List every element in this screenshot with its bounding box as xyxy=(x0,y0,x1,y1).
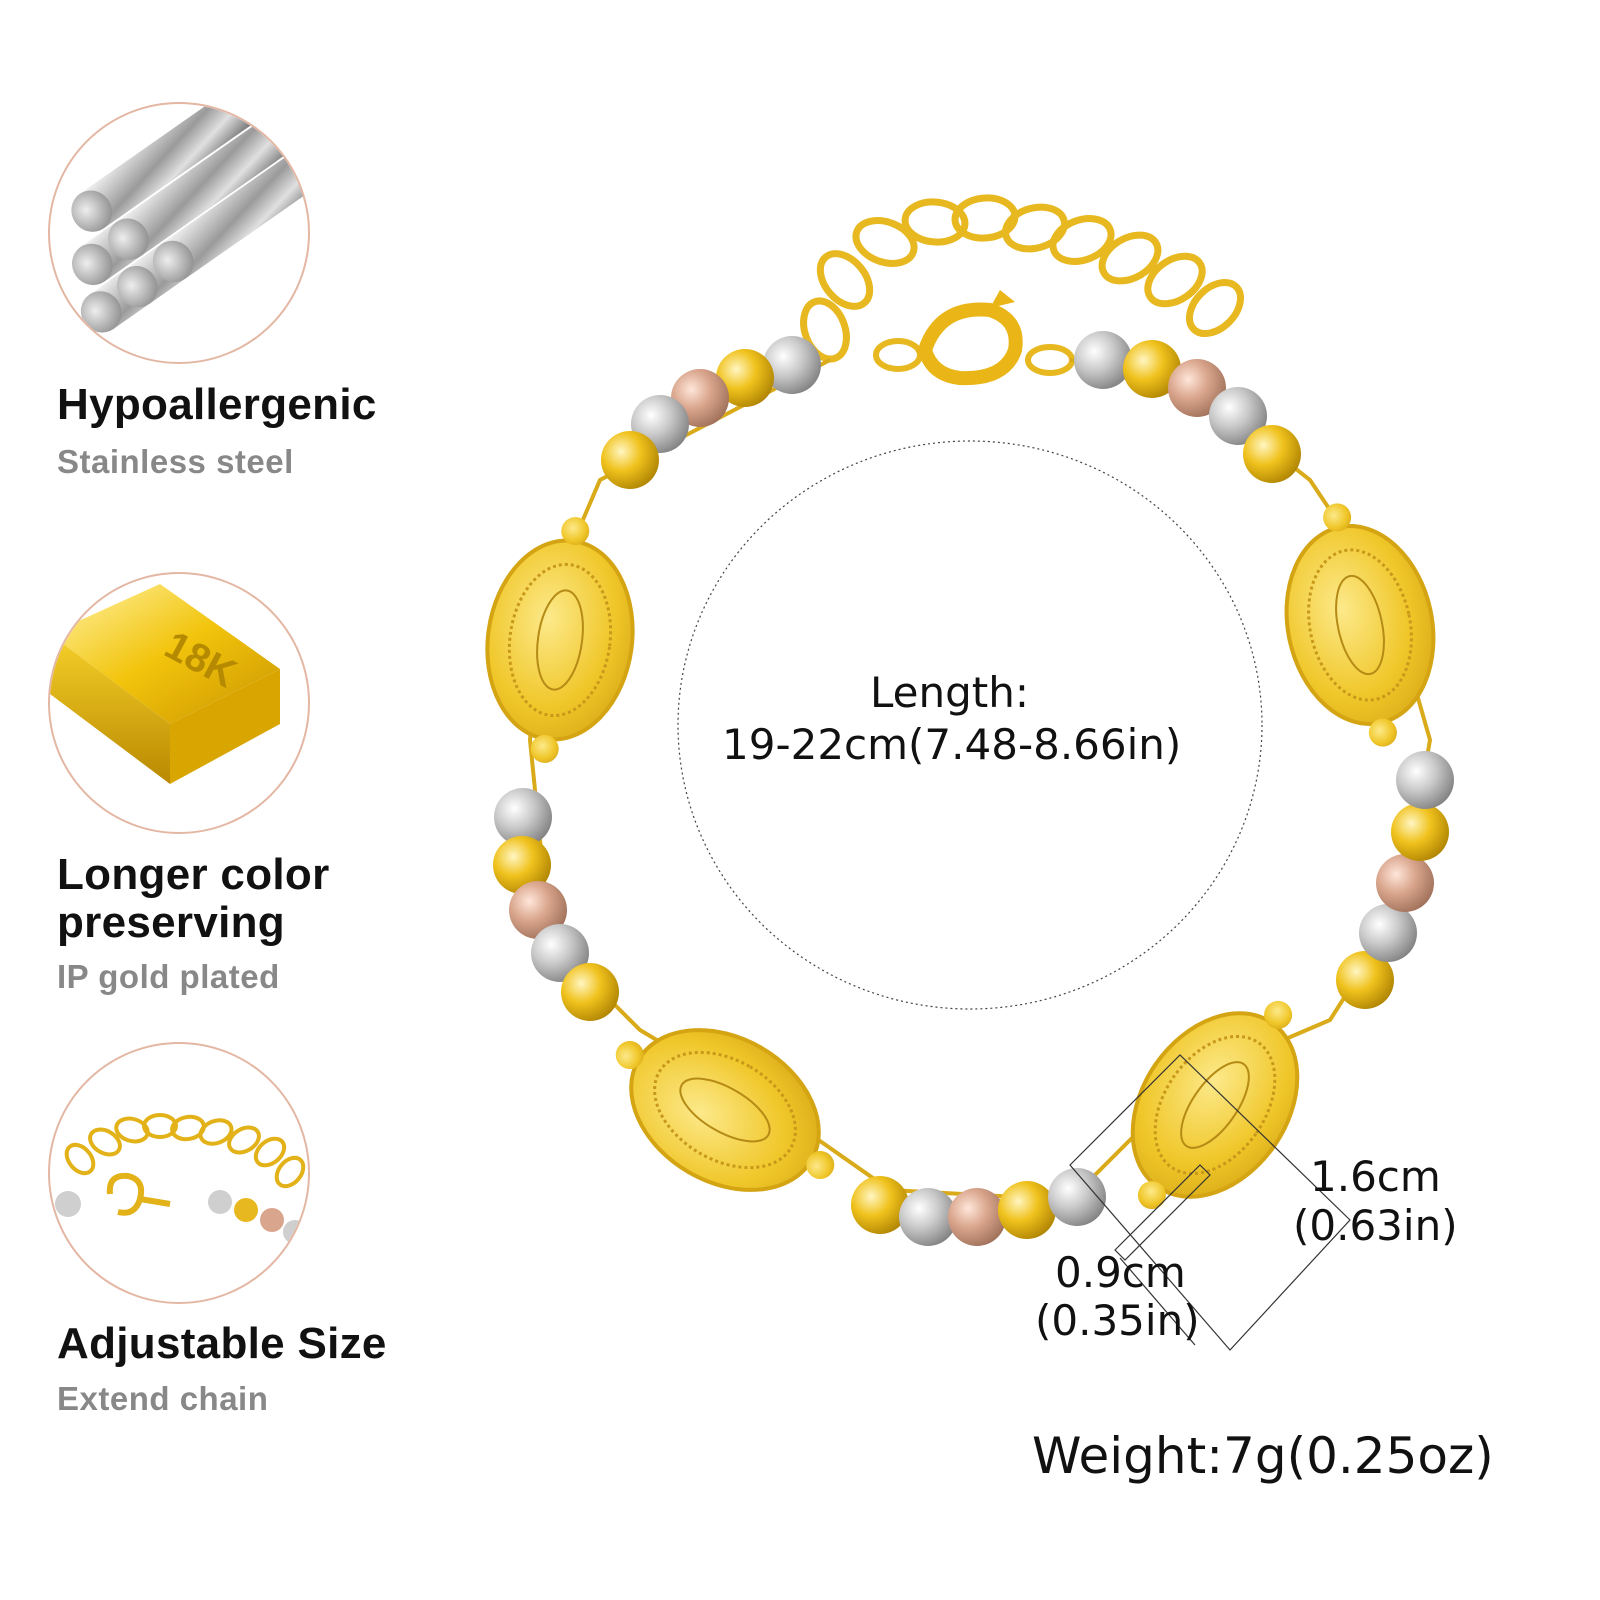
weight-label: Weight:7g(0.25oz) xyxy=(1032,1427,1494,1485)
bead xyxy=(998,1181,1056,1239)
feature-title-longer-color: Longer color preserving xyxy=(57,851,330,947)
bead xyxy=(1359,904,1417,962)
bead xyxy=(1074,331,1132,389)
bead xyxy=(1391,803,1449,861)
bead xyxy=(948,1188,1006,1246)
feature-subtitle-stainless-steel: Stainless steel xyxy=(57,443,294,480)
feature-subtitle-extend-chain: Extend chain xyxy=(57,1380,269,1417)
feature-title-adjustable: Adjustable Size xyxy=(57,1319,387,1368)
bead xyxy=(1209,387,1267,445)
feature-title-hypoallergenic: Hypoallergenic xyxy=(57,380,377,429)
bead xyxy=(1048,1168,1106,1226)
gold-bar-icon: 18K xyxy=(48,572,310,834)
dimension-lines xyxy=(1069,1054,1351,1351)
lobster-clasp xyxy=(873,290,1075,386)
medal-top-left xyxy=(485,517,635,763)
length-guide-circle xyxy=(677,440,1263,1010)
bead xyxy=(1376,854,1434,912)
length-value: 19-22cm(7.48-8.66in) xyxy=(722,720,1182,769)
bead xyxy=(493,836,551,894)
bead xyxy=(763,336,821,394)
feature-title-line1: Longer color xyxy=(57,850,330,899)
bracelet-illustration xyxy=(485,194,1454,1351)
bead xyxy=(1243,425,1301,483)
length-label: Length: xyxy=(870,668,1030,717)
medal-bottom-right xyxy=(1130,1000,1300,1210)
bead xyxy=(1168,359,1226,417)
bead xyxy=(561,963,619,1021)
medal-height-in: (0.63in) xyxy=(1293,1201,1458,1250)
bead-strand xyxy=(493,331,1454,1246)
bead xyxy=(716,349,774,407)
bead xyxy=(601,431,659,489)
bead xyxy=(1396,751,1454,809)
bead xyxy=(1336,951,1394,1009)
extension-chain-icon xyxy=(48,1042,310,1304)
bead xyxy=(1123,340,1181,398)
medal-width-cm: 0.9cm xyxy=(1055,1248,1186,1297)
extension-chain xyxy=(800,194,1244,363)
medal-height-cm: 1.6cm xyxy=(1310,1152,1441,1201)
bead xyxy=(899,1188,957,1246)
feature-title-line2: preserving xyxy=(57,898,285,947)
medal-width-in: (0.35in) xyxy=(1035,1296,1200,1345)
medal-bottom-left xyxy=(615,1028,835,1192)
bead xyxy=(494,788,552,846)
bead xyxy=(851,1176,909,1234)
medal-top-right xyxy=(1284,503,1436,747)
steel-rods-icon xyxy=(48,102,310,364)
bead xyxy=(509,881,567,939)
feature-subtitle-ip-gold: IP gold plated xyxy=(57,958,280,995)
